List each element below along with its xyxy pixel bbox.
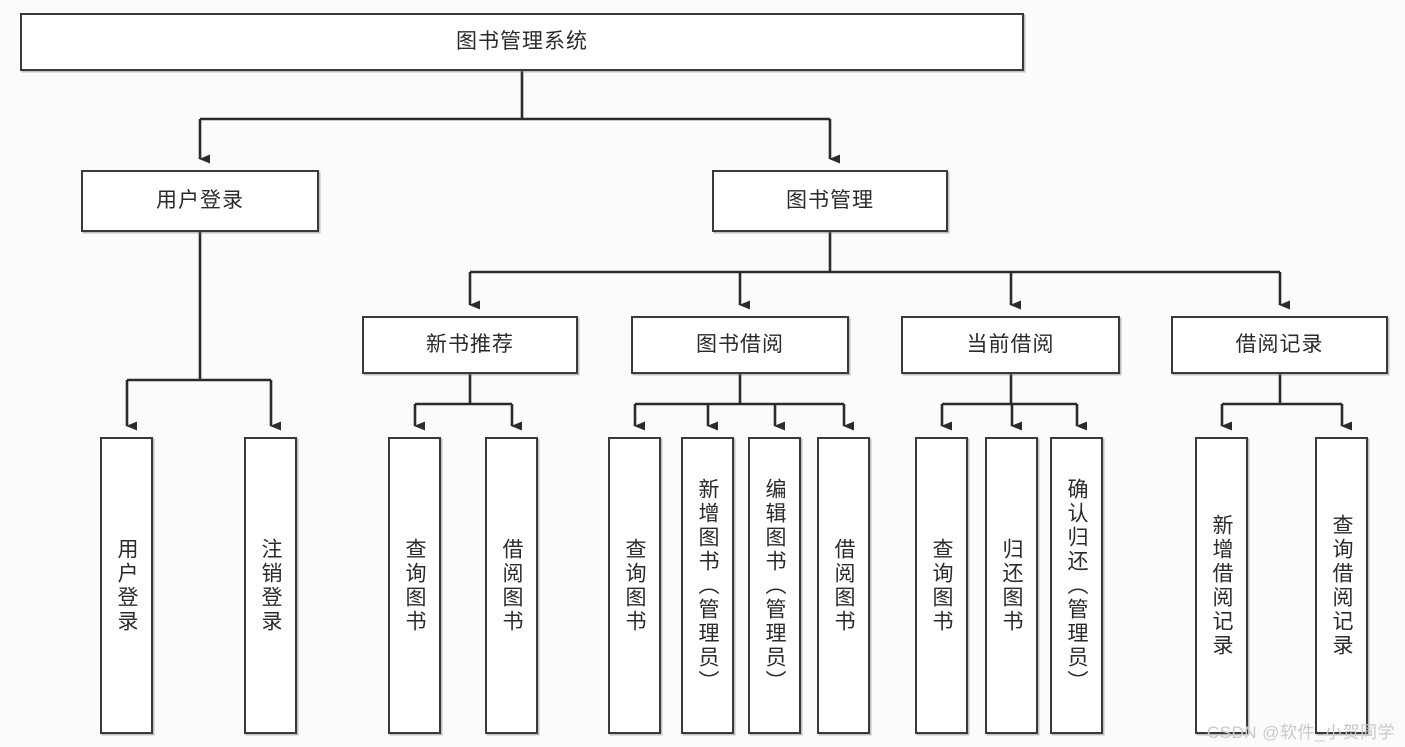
node-label: 当前借阅 <box>966 333 1055 357</box>
leaf-current-return[interactable]: 归还图书 <box>985 437 1038 734</box>
leaf-borrow-edit-book[interactable]: 编辑图书（管理员） <box>748 437 801 734</box>
node-label: 图书借阅 <box>696 333 784 357</box>
leaf-newbook-borrow[interactable]: 借阅图书 <box>485 437 538 734</box>
node-borrow-record[interactable]: 借阅记录 <box>1171 316 1388 374</box>
leaf-current-confirm-return[interactable]: 确认归还（管理员） <box>1050 437 1103 734</box>
node-label: 图书管理 <box>786 189 874 213</box>
leaf-user-login[interactable]: 用户登录 <box>100 437 153 734</box>
leaf-record-add[interactable]: 新增借阅记录 <box>1195 437 1248 734</box>
node-label: 新增借阅记录 <box>1210 513 1233 658</box>
node-label: 图书管理系统 <box>456 30 588 54</box>
node-label: 确认归还（管理员） <box>1065 477 1088 694</box>
watermark-text: CSDN @软件_小贺同学 <box>1206 723 1395 742</box>
node-label: 注销登录 <box>259 537 282 634</box>
node-label: 用户登录 <box>115 537 138 634</box>
node-label: 编辑图书（管理员） <box>763 477 786 694</box>
leaf-user-logout[interactable]: 注销登录 <box>244 437 297 734</box>
node-label: 用户登录 <box>156 189 244 213</box>
node-book-management[interactable]: 图书管理 <box>712 170 948 232</box>
node-user-login[interactable]: 用户登录 <box>81 170 319 232</box>
node-label: 借阅图书 <box>832 537 855 634</box>
node-label: 查询借阅记录 <box>1330 513 1353 658</box>
node-label: 查询图书 <box>403 537 426 634</box>
leaf-current-query[interactable]: 查询图书 <box>915 437 968 734</box>
node-label: 新书推荐 <box>426 333 514 357</box>
node-label: 借阅图书 <box>500 537 523 634</box>
node-label: 归还图书 <box>1000 537 1023 634</box>
node-root[interactable]: 图书管理系统 <box>20 13 1024 71</box>
node-book-borrow[interactable]: 图书借阅 <box>631 316 849 374</box>
leaf-record-query[interactable]: 查询借阅记录 <box>1315 437 1368 734</box>
leaf-borrow-add-book[interactable]: 新增图书（管理员） <box>681 437 734 734</box>
node-label: 借阅记录 <box>1235 333 1324 357</box>
node-label: 新增图书（管理员） <box>696 477 719 694</box>
node-new-book-recommend[interactable]: 新书推荐 <box>362 316 578 374</box>
node-label: 查询图书 <box>623 537 646 634</box>
node-current-borrow[interactable]: 当前借阅 <box>901 316 1120 374</box>
leaf-newbook-query[interactable]: 查询图书 <box>388 437 441 734</box>
node-label: 查询图书 <box>930 537 953 634</box>
leaf-borrow-query[interactable]: 查询图书 <box>608 437 661 734</box>
leaf-borrow-borrow-book[interactable]: 借阅图书 <box>817 437 870 734</box>
